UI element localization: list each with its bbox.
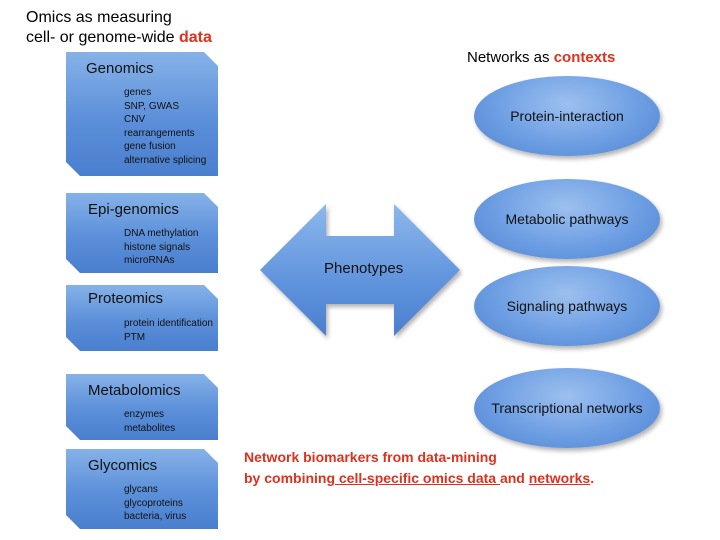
conclusion-networks-link: networks	[528, 470, 591, 486]
omics-item: genes	[124, 87, 152, 98]
omics-title: Metabolomics	[88, 382, 181, 399]
network-ellipse-signaling-pathways: Signaling pathways	[474, 266, 660, 346]
conclusion-line2: by combining cell-specific omics data an…	[244, 468, 594, 489]
conclusion-omics-link: cell-specific omics data	[335, 470, 500, 486]
omics-heading-line1: Omics as measuring	[26, 9, 172, 26]
omics-item: microRNAs	[124, 255, 175, 266]
conclusion-text: Network biomarkers from data-mining by c…	[244, 447, 594, 489]
conclusion-line2-part1: by combining	[244, 470, 335, 486]
omics-title: Epi-genomics	[88, 201, 179, 218]
omics-box-epigenomics: Epi-genomics DNA methylation histone sig…	[66, 193, 218, 273]
omics-item: CNV	[124, 114, 146, 125]
omics-item: glycans	[124, 484, 158, 495]
omics-title: Proteomics	[88, 290, 164, 307]
omics-heading-highlight: data	[178, 29, 212, 46]
networks-heading-prefix: Networks as	[467, 49, 554, 66]
phenotypes-double-arrow	[260, 204, 460, 336]
phenotypes-label: Phenotypes	[324, 260, 404, 277]
omics-item: histone signals	[124, 241, 191, 253]
omics-item: rearrangements	[124, 127, 195, 139]
omics-item-list: glycans glycoproteins bacteria, virus	[124, 483, 186, 524]
conclusion-line1: Network biomarkers from data-mining	[244, 449, 497, 465]
omics-item: metabolites	[124, 422, 176, 434]
omics-item: DNA methylation	[124, 228, 199, 239]
omics-item: SNP, GWAS	[124, 100, 180, 112]
omics-box-proteomics: Proteomics protein identification PTM	[66, 285, 218, 351]
networks-heading: Networks as contexts	[467, 48, 615, 68]
omics-item-list: protein identification PTM	[124, 317, 213, 344]
omics-item-list: enzymes metabolites	[124, 408, 175, 435]
conclusion-line2-part2: and	[499, 470, 529, 486]
network-ellipse-transcriptional-networks: Transcriptional networks	[474, 368, 660, 448]
network-label: Transcriptional networks	[491, 400, 643, 416]
omics-box-genomics: Genomics genes SNP, GWAS CNV rearrangeme…	[66, 52, 218, 176]
omics-item: alternative splicing	[124, 154, 207, 166]
omics-heading-line2-prefix: cell- or genome-wide	[26, 29, 179, 46]
omics-item: enzymes	[124, 409, 165, 420]
network-label: Protein-interaction	[510, 108, 624, 124]
omics-heading: Omics as measuring cell- or genome-wide …	[26, 8, 212, 48]
omics-item: protein identification	[124, 318, 213, 329]
omics-item: PTM	[124, 331, 146, 343]
network-label: Signaling pathways	[506, 298, 628, 314]
network-ellipse-protein-interaction: Protein-interaction	[474, 76, 660, 156]
omics-item-list: genes SNP, GWAS CNV rearrangements gene …	[124, 86, 206, 167]
network-ellipse-metabolic-pathways: Metabolic pathways	[474, 179, 660, 259]
omics-item-list: DNA methylation histone signals microRNA…	[124, 227, 198, 268]
omics-item: glycoproteins	[124, 497, 183, 509]
omics-item: gene fusion	[124, 141, 176, 152]
network-label: Metabolic pathways	[505, 211, 629, 227]
networks-heading-highlight: contexts	[553, 49, 616, 66]
omics-box-metabolomics: Metabolomics enzymes metabolites	[66, 374, 218, 440]
omics-title: Glycomics	[88, 457, 158, 474]
omics-item: bacteria, virus	[124, 511, 187, 522]
omics-heading-line2: cell- or genome-wide data	[26, 28, 212, 48]
omics-box-glycomics: Glycomics glycans glycoproteins bacteria…	[66, 449, 218, 529]
conclusion-line2-end: .	[590, 470, 595, 486]
omics-title: Genomics	[86, 60, 154, 77]
